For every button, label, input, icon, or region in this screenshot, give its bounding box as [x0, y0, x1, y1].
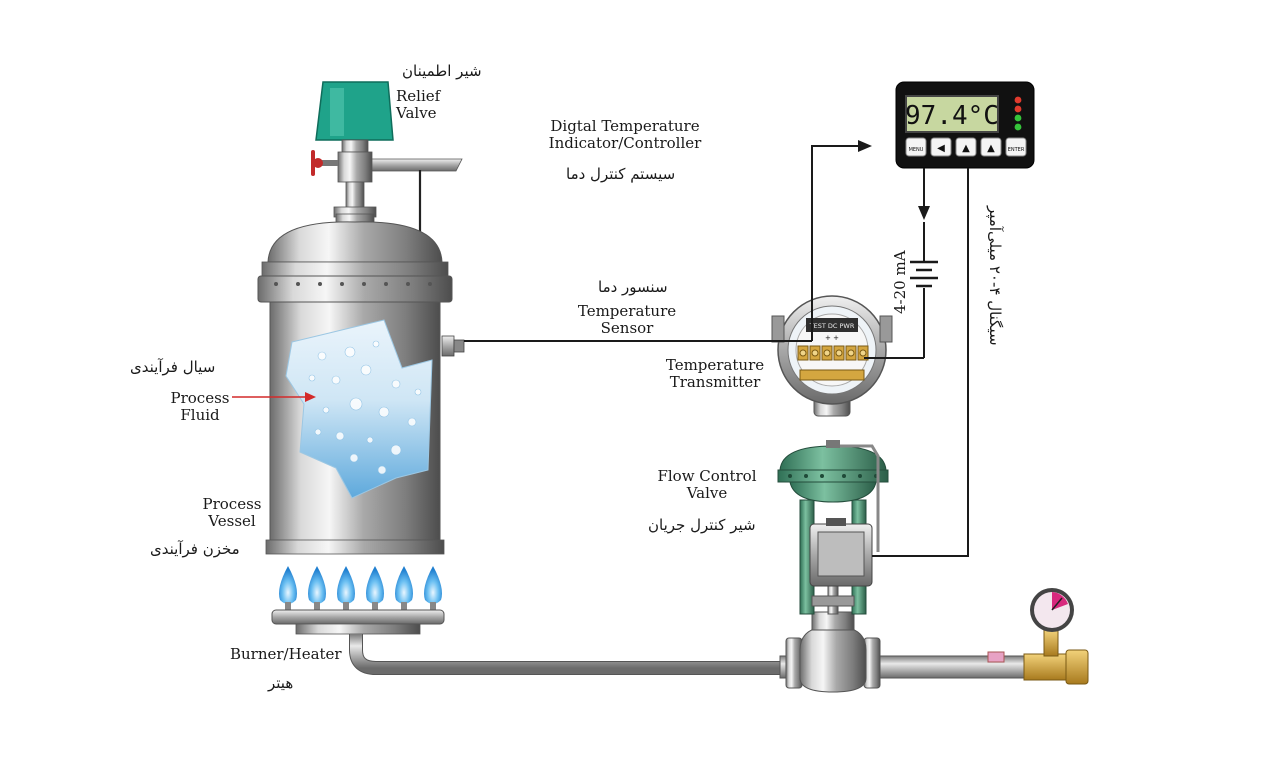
pressure-gauge: [987, 588, 1089, 685]
flame-icon: [308, 566, 326, 610]
controller-button-0[interactable]: MENU: [905, 137, 927, 157]
burner-label-fa: هیتر: [268, 674, 294, 692]
flame-icon: [424, 566, 442, 610]
status-led-icon: [1014, 123, 1022, 131]
temperature-controller: 97.4°C MENU ◀ ▲ ▲ ENTER: [895, 81, 1035, 169]
status-led-icon: [1014, 96, 1022, 104]
status-led-icon: [1014, 114, 1022, 122]
fluid-label-fa: سیال فرآیندی: [130, 358, 216, 376]
flame-icon: [395, 566, 413, 610]
flow-valve-line2: Valve: [686, 484, 728, 502]
relief-valve-label: Relief Valve: [396, 88, 440, 122]
relief-valve-line1: Relief: [396, 87, 441, 105]
vessel-label: Process Vessel: [192, 496, 272, 530]
relief-valve: [311, 81, 463, 250]
flow-control-valve: [777, 440, 889, 693]
sensor-line2: Sensor: [600, 319, 654, 337]
fluid-line1: Process: [170, 389, 230, 407]
temperature-transmitter: TEST DC PWR + +: [771, 295, 893, 417]
controller-button-label: ▲: [987, 143, 995, 154]
signal-wiring: [464, 145, 969, 557]
controller-button-4[interactable]: ENTER: [1005, 137, 1027, 157]
status-led-icon: [1014, 105, 1022, 113]
sensor-label: Temperature Sensor: [562, 303, 692, 337]
sensor-label-fa: سنسور دما: [598, 278, 668, 296]
flow-valve-label-fa: شیر کنترل جریان: [648, 516, 756, 534]
controller-button-label: MENU: [909, 147, 924, 153]
current-loop-label: 4-20 mA: [891, 250, 909, 314]
flame-icon: [337, 566, 355, 610]
loop-power-supply: [910, 260, 938, 288]
controller-display: 97.4°C: [905, 101, 999, 131]
controller-button-3[interactable]: ▲: [980, 137, 1002, 157]
fluid-line2: Fluid: [180, 406, 220, 424]
fluid-label: Process Fluid: [158, 390, 242, 424]
controller-button-label: ▲: [962, 143, 970, 154]
terminal-screw: [809, 345, 821, 361]
terminal-screw: [833, 345, 845, 361]
terminal-screw: [857, 345, 869, 361]
terminal-screw: [821, 345, 833, 361]
flow-valve-line1: Flow Control: [657, 467, 757, 485]
controller-button-label: ◀: [937, 143, 945, 154]
arrow-to-controller: [858, 140, 872, 152]
signal-label-fa: سیگنال ۴-۲۰ میلی‌آمپر: [986, 206, 1004, 346]
terminal-screw: [797, 345, 809, 361]
controller-line1: Digtal Temperature: [550, 117, 700, 135]
process-fluid-arrow: [232, 392, 316, 402]
process-vessel: [257, 213, 465, 555]
transmitter-tag: TEST DC PWR: [809, 322, 855, 330]
transmitter-terminals: + +: [825, 334, 839, 342]
transmitter-line2: Transmitter: [669, 373, 761, 391]
sensor-line1: Temperature: [577, 302, 677, 320]
flame-icon: [366, 566, 384, 610]
controller-label: Digtal Temperature Indicator/Controller: [540, 118, 710, 152]
relief-valve-label-fa: شیر اطمینان: [402, 62, 482, 80]
arrow-down-loop: [918, 206, 930, 220]
controller-line2: Indicator/Controller: [548, 134, 702, 152]
controller-label-fa: سیستم کنترل دما: [566, 165, 676, 183]
transmitter-label: Temperature Transmitter: [652, 357, 778, 391]
vessel-line2: Vessel: [208, 512, 256, 530]
flame-icon: [279, 566, 297, 610]
transmitter-line1: Temperature: [665, 356, 765, 374]
burner-heater: [271, 566, 800, 675]
relief-valve-line2: Valve: [396, 104, 437, 122]
burner-label: Burner/Heater: [230, 645, 342, 663]
controller-button-2[interactable]: ▲: [955, 137, 977, 157]
controller-button-1[interactable]: ◀: [930, 137, 952, 157]
controller-button-label: ENTER: [1008, 147, 1025, 153]
vessel-line1: Process: [202, 495, 262, 513]
flow-valve-label: Flow Control Valve: [646, 468, 768, 502]
vessel-label-fa: مخزن فرآیندی: [150, 540, 240, 558]
terminal-screw: [845, 345, 857, 361]
